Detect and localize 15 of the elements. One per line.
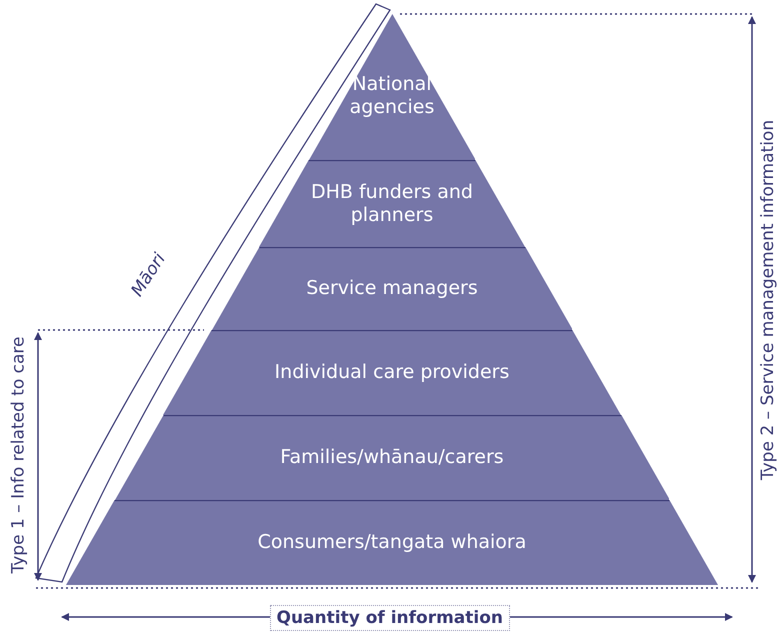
layer-label: Families/whānau/carers — [279, 446, 505, 469]
axis-label: Type 2 – Service management information — [758, 120, 778, 480]
pyramid-layer — [163, 330, 621, 415]
pyramid-layer — [308, 14, 476, 160]
axis-label: Quantity of information — [270, 605, 510, 631]
pyramid-layer — [114, 415, 670, 500]
pyramid-layer — [258, 160, 526, 247]
pyramid-layer — [66, 500, 718, 585]
axis-label: Type 1 – Info related to care — [8, 336, 28, 574]
layer-label: Service managers — [305, 277, 479, 300]
layer-label: National agencies — [348, 73, 436, 119]
layer-label: DHB funders and planners — [310, 180, 474, 226]
pyramid-layer — [212, 247, 572, 330]
layer-label: Individual care providers — [274, 361, 510, 384]
layer-label: Consumers/tangata whaiora — [256, 531, 528, 554]
